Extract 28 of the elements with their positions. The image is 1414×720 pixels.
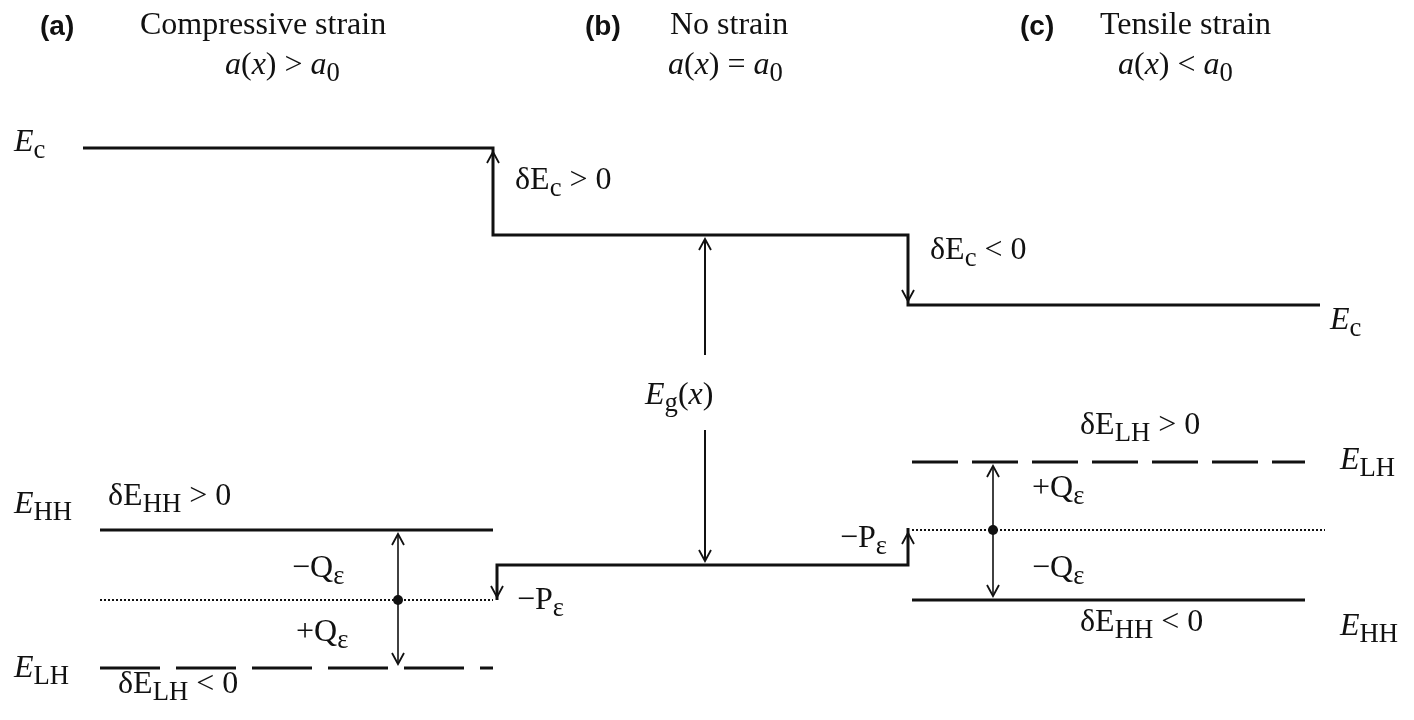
lattice-condition: a(x) > a$_{0}$ xyxy=(225,45,340,89)
panel-title: No strain xyxy=(670,5,789,42)
splitting-label: +Q$_{ε}$ xyxy=(296,612,349,656)
lattice-condition: a(x) < a$_{0}$ xyxy=(1118,45,1233,89)
energy-shift-label: δE$_{c}$ < 0 xyxy=(930,230,1027,274)
band-label: E$_{c}$ xyxy=(1330,300,1362,344)
band-label: E$_{HH}$ xyxy=(14,484,73,528)
panel-letter: (b) xyxy=(585,10,621,43)
lattice-condition: a(x) = a$_{0}$ xyxy=(668,45,783,89)
splitting-label: −Q$_{ε}$ xyxy=(1032,548,1085,592)
energy-shift-label: δE$_{LH}$ > 0 xyxy=(1080,405,1201,449)
band-label: E$_{HH}$ xyxy=(1340,606,1399,650)
splitting-label: −Q$_{ε}$ xyxy=(292,548,345,592)
panel-title: Compressive strain xyxy=(140,5,387,42)
band-label: E$_{c}$ xyxy=(14,122,46,166)
band-label: E$_{LH}$ xyxy=(1340,440,1396,484)
energy-shift-label: δE$_{HH}$ < 0 xyxy=(1080,602,1204,646)
panel-title: Tensile strain xyxy=(1100,5,1272,42)
panel-letter: (a) xyxy=(40,10,75,43)
band-label: E$_{LH}$ xyxy=(14,648,70,692)
band-gap-label: E$_{g}$(x) xyxy=(645,375,714,419)
splitting-label: +Q$_{ε}$ xyxy=(1032,468,1085,512)
panel-letter: (c) xyxy=(1020,10,1055,43)
energy-shift-label: δE$_{LH}$ < 0 xyxy=(118,664,239,708)
shift-label: −P$_{ε}$ xyxy=(840,518,888,562)
energy-shift-label: δE$_{c}$ > 0 xyxy=(515,160,612,204)
energy-shift-label: δE$_{HH}$ > 0 xyxy=(108,476,232,520)
shift-label: −P$_{ε}$ xyxy=(517,580,565,624)
